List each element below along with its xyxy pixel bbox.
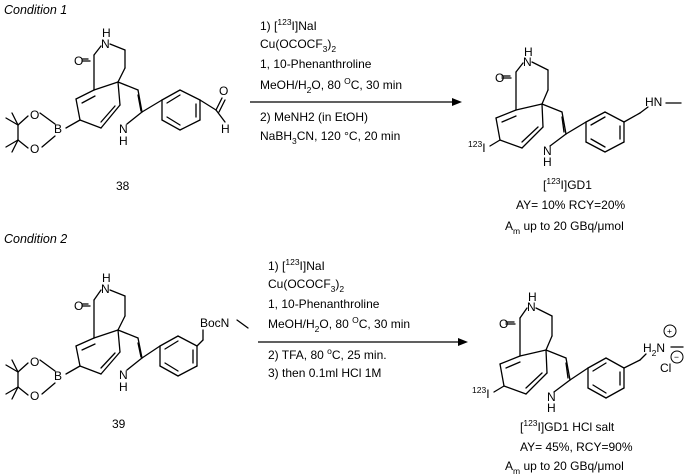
sm39-carbonyl-o: O	[74, 299, 83, 313]
cond1-reagent-ligand: 1, 10-Phenanthroline	[260, 57, 372, 71]
product2-yield: AY= 45%, RCY=90%	[520, 440, 633, 454]
product1-carbonyl-o: O	[495, 71, 504, 85]
positive-charge-sign: +	[667, 326, 672, 336]
aldehyde-oxygen: O	[219, 84, 228, 98]
boronate-oxygen-2: O	[30, 142, 39, 156]
cond1-reagent-copper: Cu(OCOCF3)2	[260, 37, 336, 54]
cond2-reagent-copper: Cu(OCOCF3)2	[268, 277, 344, 294]
sm39-boronate-o1: O	[30, 355, 39, 369]
product-gd1-hcl: O N H N H H2N + − Cl 123	[472, 290, 684, 415]
compound-label-38: 38	[116, 179, 130, 193]
starting-material-39: O N H N H BocN B O O	[5, 271, 249, 403]
product2-indole-h: H	[547, 401, 556, 415]
sm39-indole-n: N	[119, 368, 128, 382]
product1-indole-h: H	[543, 155, 552, 169]
sm39-indole-h: H	[119, 380, 128, 394]
product2-carbonyl-o: O	[499, 317, 508, 331]
starting-material-38: O N H N H O H	[5, 26, 230, 156]
product2-iodine-label: 123I	[472, 385, 490, 401]
boron-atom: B	[54, 122, 62, 136]
product2-lactam-n: N	[527, 300, 536, 314]
cond1-step2: 2) MeNH2 (in EtOH)	[260, 110, 368, 124]
cond1-solvent-temp: MeOH/H2O, 80 OC, 30 min	[260, 76, 402, 95]
indole-h: H	[119, 134, 128, 148]
product2-ammonium: H2N	[643, 341, 665, 358]
product1-yield: AY= 10% RCY=20%	[516, 198, 626, 212]
sm39-boron: B	[54, 369, 62, 383]
chloride-counterion: Cl	[660, 361, 671, 375]
product1-lactam-h: H	[524, 45, 533, 59]
product1-molar-activity: Am up to 20 GBq/μmol	[505, 219, 624, 236]
product2-indole-n: N	[547, 390, 556, 404]
sm39-boronate-o2: O	[30, 389, 39, 403]
condition-2-heading: Condition 2	[4, 232, 67, 246]
compound-label-39: 39	[112, 417, 126, 431]
product1-iodine-label: 123I	[468, 139, 486, 155]
arrowhead-icon	[452, 98, 462, 106]
cond2-step2: 2) TFA, 80 oC, 25 min.	[268, 346, 387, 362]
product2-name: [123I]GD1 HCl salt	[520, 418, 615, 434]
boc-amine-label: BocN	[200, 316, 229, 330]
aldehyde-h: H	[221, 122, 230, 136]
boronate-oxygen-1: O	[30, 108, 39, 122]
sm39-lactam-h: H	[102, 271, 111, 285]
product1-lactam-n: N	[523, 55, 532, 69]
product1-amine-n: HN	[645, 95, 662, 109]
negative-charge-sign: −	[674, 352, 679, 362]
cond1-step1: 1) [123I]NaI	[260, 17, 317, 33]
cond2-reagent-ligand: 1, 10-Phenanthroline	[268, 297, 380, 311]
negative-charge-icon	[670, 350, 684, 364]
product2-lactam-h: H	[528, 290, 537, 304]
lactam-nh-h: H	[102, 26, 111, 40]
carbonyl-oxygen: O	[74, 54, 83, 68]
cond2-solvent-temp: MeOH/H2O, 80 OC, 30 min	[268, 315, 410, 334]
cond1-reductant: NaBH3CN, 120 °C, 20 min	[260, 129, 400, 146]
cond2-step3: 3) then 0.1ml HCl 1M	[268, 366, 381, 380]
cond2-step1: 1) [123I]NaI	[268, 257, 325, 273]
product-gd1: O N H N H HN 123I	[468, 45, 682, 169]
product1-name: [123I]GD1	[543, 176, 592, 192]
lactam-nh-n: N	[101, 37, 110, 51]
indole-n: N	[119, 122, 128, 136]
arrowhead-icon	[458, 338, 468, 346]
positive-charge-icon	[663, 324, 677, 338]
sm39-lactam-n: N	[101, 282, 110, 296]
product2-molar-activity: Am up to 20 GBq/μmol	[505, 459, 624, 475]
product1-indole-n: N	[543, 144, 552, 158]
condition-1-heading: Condition 1	[4, 3, 67, 17]
